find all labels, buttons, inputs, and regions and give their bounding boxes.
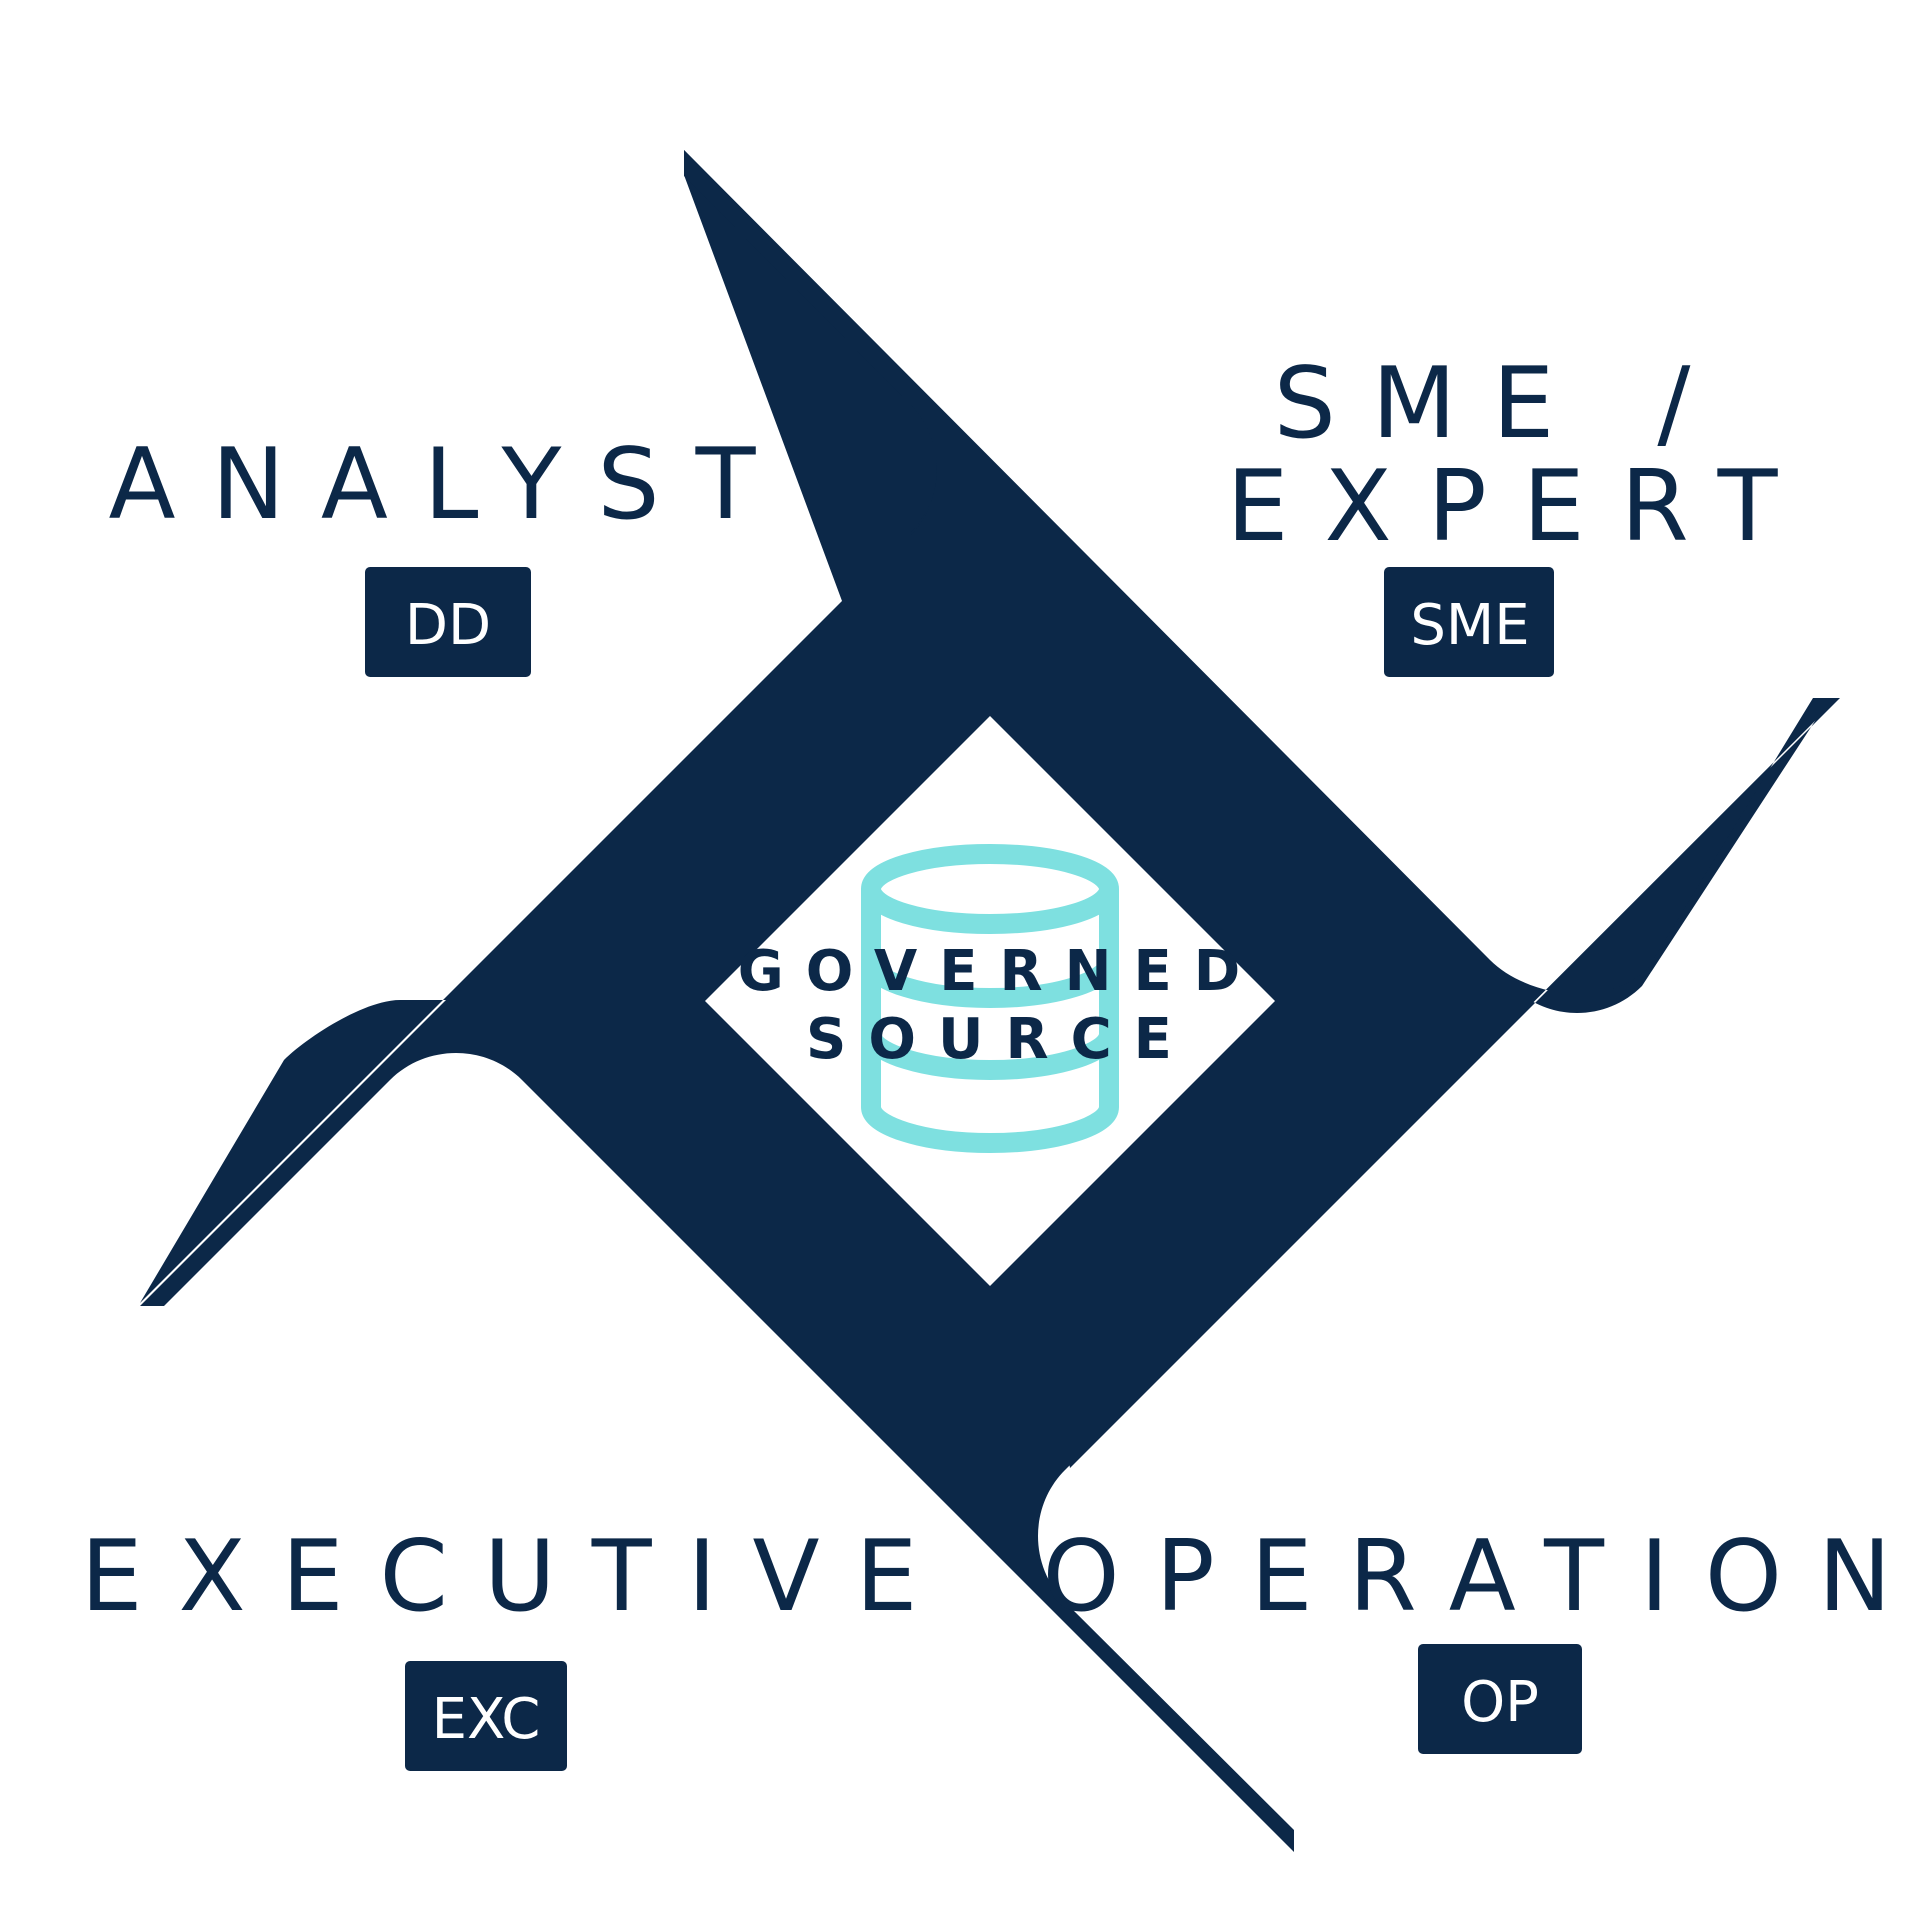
- executive-title: EXECUTIVE: [81, 1520, 954, 1634]
- sme-title-line1: SME /: [1274, 347, 1727, 461]
- executive-badge: [405, 1661, 567, 1771]
- operations-badge: [1418, 1644, 1582, 1754]
- operations-title: OPERATIONS: [1042, 1520, 1920, 1634]
- database-icon: [861, 844, 1119, 1154]
- sme-badge-label: SME: [1410, 593, 1529, 658]
- executive-badge-label: EXC: [432, 1687, 541, 1752]
- analyst-title: ANALYST: [109, 428, 792, 542]
- sme-title-line2: EXPERT: [1227, 450, 1814, 564]
- left-arm-shape: [140, 175, 990, 1303]
- center-label-line1: GOVERNED: [738, 939, 1262, 1004]
- analyst-badge-label: DD: [405, 593, 491, 658]
- center-label-line2: SOURCE: [806, 1007, 1194, 1072]
- operations-badge-label: OP: [1461, 1670, 1539, 1735]
- analyst-badge: [365, 567, 531, 677]
- sme-badge: [1384, 567, 1554, 677]
